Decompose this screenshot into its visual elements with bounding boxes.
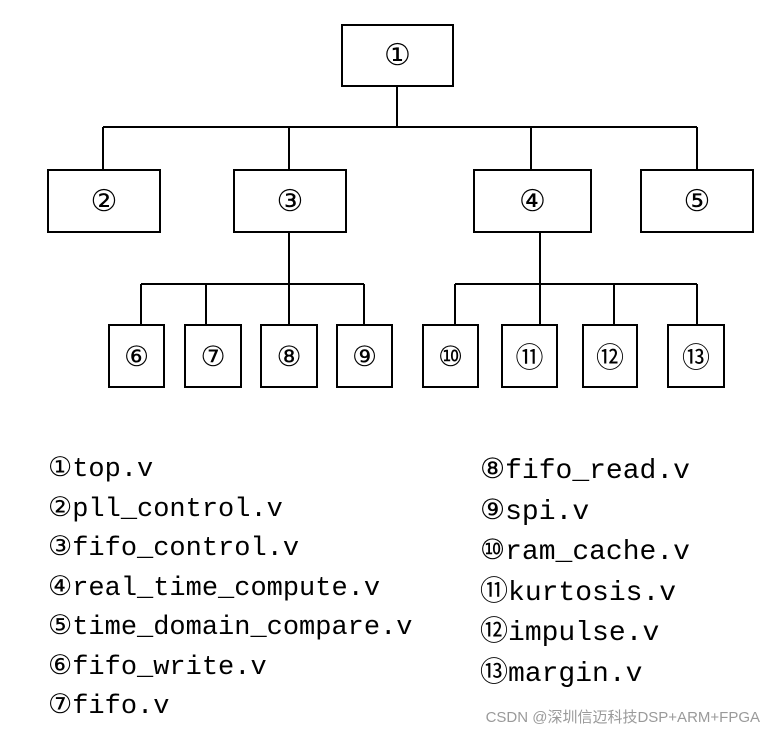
legend-mark: ④	[48, 570, 73, 602]
legend-item: ⑬margin.v	[480, 652, 690, 693]
node-13-label: ⑬	[681, 341, 710, 374]
legend-mark: ③	[48, 531, 73, 562]
node-2-label: ②	[90, 183, 118, 219]
legend-item: ③fifo_control.v	[48, 527, 412, 567]
node-12-label: ⑫	[595, 341, 624, 374]
legend-item: ⑫impulse.v	[480, 611, 690, 652]
legend-item: ⑪kurtosis.v	[480, 571, 690, 612]
node-3-label: ③	[276, 183, 304, 219]
node-5-label: ⑤	[683, 183, 711, 219]
legend-mark: ①	[48, 452, 73, 483]
legend-file: spi.v	[505, 496, 590, 528]
legend-item: ⑤time_domain_compare.v	[48, 606, 412, 646]
legend-right-column: ⑧fifo_read.v ⑨spi.v ⑩ram_cache.v ⑪kurtos…	[480, 449, 690, 692]
node-13-margin: ⑬	[667, 324, 725, 388]
legend-item: ②pll_control.v	[48, 488, 412, 528]
legend-mark: ⑥	[48, 649, 73, 681]
legend-file: top.v	[72, 455, 154, 485]
node-11-kurtosis: ⑪	[501, 324, 558, 388]
legend-mark: ⑧	[480, 452, 506, 485]
node-7-label: ⑦	[200, 339, 226, 373]
node-9-label: ⑨	[351, 339, 378, 373]
legend-mark: ⑩	[480, 533, 506, 566]
legend-file: fifo_control.v	[72, 534, 300, 564]
watermark: CSDN @深圳信迈科技DSP+ARM+FPGA	[485, 709, 760, 726]
node-9-spi: ⑨	[336, 324, 393, 388]
node-11-label: ⑪	[515, 341, 544, 374]
node-4-label: ④	[519, 183, 546, 219]
node-2-pll-control: ②	[47, 169, 161, 233]
node-10-label: ⑩	[437, 339, 464, 373]
legend-file: pll_control.v	[72, 494, 283, 525]
legend-mark: ⑬	[480, 654, 509, 688]
legend-file: time_domain_compare.v	[72, 613, 413, 643]
node-12-impulse: ⑫	[582, 324, 638, 388]
legend-item: ⑨spi.v	[480, 490, 690, 531]
legend-file: real_time_compute.v	[72, 573, 381, 604]
legend-mark: ⑪	[480, 573, 509, 607]
node-7-fifo: ⑦	[184, 324, 242, 388]
legend-file: impulse.v	[508, 618, 660, 649]
legend-left-column: ①top.v ②pll_control.v ③fifo_control.v ④r…	[48, 448, 412, 725]
legend-file: fifo_read.v	[505, 456, 690, 487]
node-6-label: ⑥	[123, 339, 150, 373]
node-1-top: ①	[341, 24, 454, 87]
legend-file: kurtosis.v	[508, 577, 677, 609]
node-8-fifo-read: ⑧	[260, 324, 318, 388]
legend-item: ⑩ram_cache.v	[480, 530, 690, 571]
legend-mark: ⑫	[480, 614, 509, 647]
legend-item: ④real_time_compute.v	[48, 567, 412, 607]
legend-file: margin.v	[508, 658, 643, 690]
legend-mark: ⑨	[480, 492, 506, 526]
legend-file: fifo_write.v	[72, 652, 267, 683]
node-10-ram-cache: ⑩	[422, 324, 479, 388]
node-4-real-time-compute: ④	[473, 169, 592, 233]
legend-item: ①top.v	[48, 448, 412, 488]
node-1-label: ①	[384, 38, 411, 73]
legend-item: ⑧fifo_read.v	[480, 449, 690, 490]
node-5-time-domain-compare: ⑤	[640, 169, 754, 233]
legend-mark: ⑤	[48, 610, 73, 641]
legend-file: fifo.v	[72, 692, 170, 722]
node-8-label: ⑧	[276, 339, 302, 373]
legend-item: ⑦fifo.v	[48, 685, 412, 725]
legend-mark: ⑦	[48, 689, 73, 720]
node-6-fifo-write: ⑥	[108, 324, 165, 388]
legend-file: ram_cache.v	[505, 537, 690, 568]
legend-mark: ②	[48, 491, 73, 523]
legend-item: ⑥fifo_write.v	[48, 646, 412, 686]
node-3-fifo-control: ③	[233, 169, 347, 233]
